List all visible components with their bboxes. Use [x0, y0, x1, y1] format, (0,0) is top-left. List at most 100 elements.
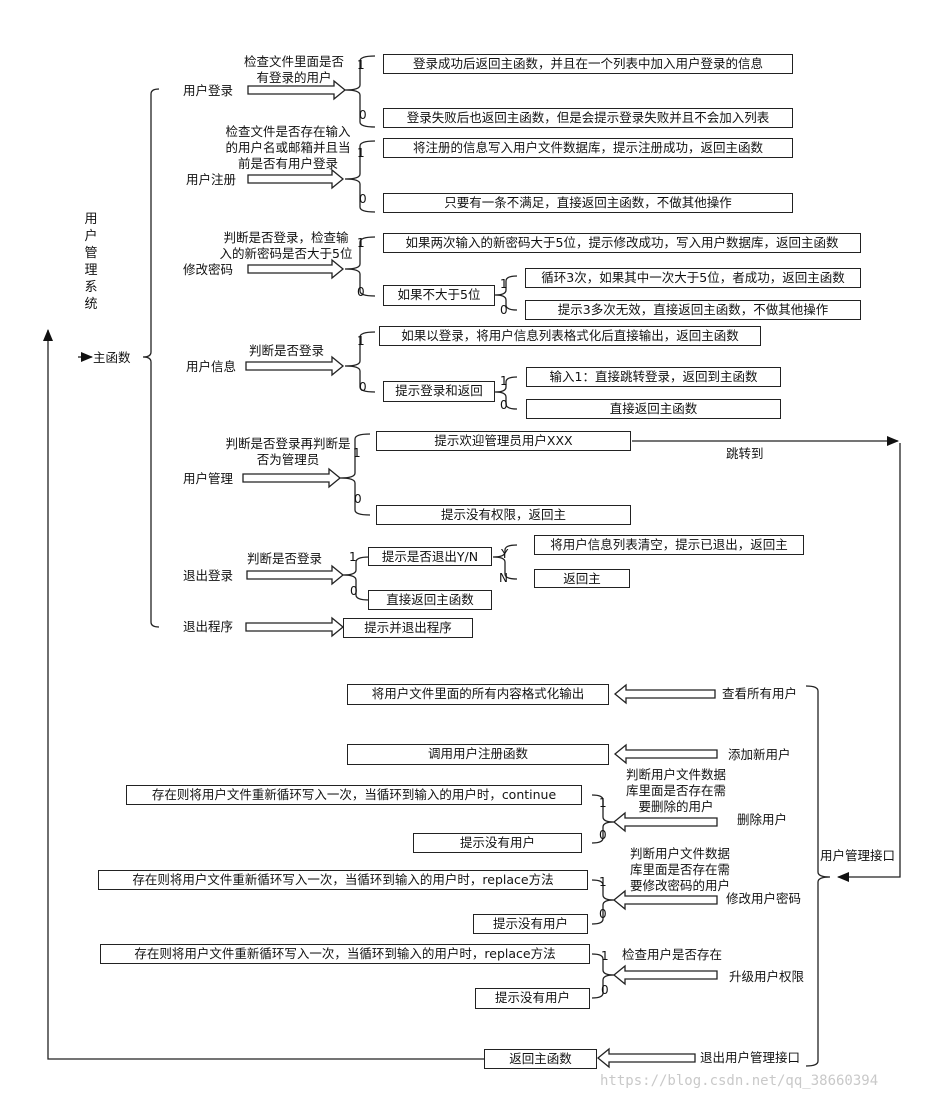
login-fail-box: 登录失败后也返回主函数，但是会提示登录失败并且不会加入列表 — [383, 108, 793, 128]
info-goto-login-box: 输入1：直接跳转登录，返回到主函数 — [526, 367, 781, 387]
logout-1: 1 — [349, 550, 357, 564]
password-block-arrow — [247, 258, 345, 280]
register-0: 0 — [359, 192, 367, 206]
password-sub-brace — [494, 275, 518, 311]
change-password-block-arrow — [612, 889, 718, 911]
upgrade-no-box: 提示没有用户 — [475, 988, 590, 1009]
admin-jump-label: 跳转到 — [726, 446, 764, 461]
add-user-block-arrow — [613, 743, 718, 765]
register-success-box: 将注册的信息写入用户文件数据库，提示注册成功，返回主函数 — [383, 138, 793, 158]
logout-clear-box: 将用户信息列表清空，提示已退出，返回主 — [534, 535, 804, 555]
delete-user-block-arrow — [612, 811, 718, 833]
admin-brace — [339, 433, 371, 516]
admin-label: 用户管理 — [183, 471, 234, 486]
admin-0: 0 — [354, 492, 362, 506]
admin-block-arrow — [242, 467, 342, 489]
info-label: 用户信息 — [186, 359, 237, 374]
exit-admin-label: 退出用户管理接口 — [700, 1050, 801, 1065]
register-brace — [344, 140, 376, 213]
register-label: 用户注册 — [186, 172, 237, 187]
logout-0: 0 — [350, 584, 358, 598]
admin-denied-box: 提示没有权限，返回主 — [376, 505, 631, 525]
admin-interface-brace — [805, 685, 831, 1067]
password-retry-box: 循环3次，如果其中一次大于5位，者成功，返回主函数 — [525, 268, 861, 288]
logout-y-label: Y — [501, 547, 509, 561]
upgrade-0: 0 — [601, 983, 609, 997]
password-check: 判断是否登录，检查输入的新密码是否大于5位 — [219, 230, 353, 261]
change-password-0: 0 — [599, 907, 607, 921]
info-sub-0: 0 — [500, 398, 508, 412]
password-invalid-box: 提示3多次无效，直接返回主函数，不做其他操作 — [525, 300, 861, 320]
password-sub-0: 0 — [500, 303, 508, 317]
info-return-box: 直接返回主函数 — [526, 399, 781, 419]
upgrade-brace — [591, 953, 615, 999]
login-label: 用户登录 — [183, 83, 234, 98]
exit-admin-result-box: 返回主函数 — [484, 1049, 597, 1069]
login-success-box: 登录成功后返回主函数，并且在一个列表中加入用户登录的信息 — [383, 54, 793, 74]
register-1: 1 — [357, 146, 365, 160]
change-password-1: 1 — [599, 875, 607, 889]
main-function-label: 主函数 — [93, 350, 131, 365]
delete-user-no-box: 提示没有用户 — [413, 833, 582, 853]
jump-to-interface-line — [837, 443, 901, 882]
logout-confirm-box: 提示是否退出Y/N — [368, 547, 492, 566]
delete-user-check: 判断用户文件数据库里面是否存在需要删除的用户 — [625, 767, 726, 814]
password-sub-1: 1 — [500, 277, 508, 291]
exit-admin-block-arrow — [596, 1047, 696, 1069]
upgrade-label: 升级用户权限 — [729, 969, 805, 984]
view-all-block-arrow — [613, 683, 716, 705]
password-label: 修改密码 — [183, 262, 234, 277]
return-to-main-arrow — [43, 329, 484, 1060]
info-block-arrow — [245, 355, 345, 377]
delete-user-yes-box: 存在则将用户文件重新循环写入一次，当循环到输入的用户时，continue — [126, 785, 582, 805]
logout-label: 退出登录 — [183, 568, 234, 583]
password-short-box: 如果不大于5位 — [383, 285, 495, 306]
change-password-yes-box: 存在则将用户文件重新循环写入一次，当循环到输入的用户时，replace方法 — [98, 870, 588, 890]
login-check: 检查文件里面是否有登录的用户 — [244, 54, 345, 85]
password-1: 1 — [357, 236, 365, 250]
watermark: https://blog.csdn.net/qq_38660394 — [600, 1073, 879, 1089]
logout-block-arrow — [246, 564, 345, 586]
password-brace — [344, 236, 376, 297]
upgrade-yes-box: 存在则将用户文件重新循环写入一次，当循环到输入的用户时，replace方法 — [100, 944, 590, 964]
info-sub-brace — [494, 376, 518, 410]
login-1: 1 — [357, 58, 365, 72]
password-success-box: 如果两次输入的新密码大于5位，提示修改成功，写入用户数据库，返回主函数 — [383, 233, 861, 253]
register-fail-box: 只要有一条不满足，直接返回主函数，不做其他操作 — [383, 193, 793, 213]
login-0: 0 — [359, 108, 367, 122]
info-brace — [344, 331, 376, 393]
main-brace — [142, 88, 160, 628]
login-block-arrow — [247, 79, 347, 101]
register-check: 检查文件是否存在输入的用户名或邮箱并且当前是否有用户登录 — [225, 124, 351, 171]
delete-user-1: 1 — [599, 796, 607, 810]
upgrade-1: 1 — [601, 949, 609, 963]
delete-user-label: 删除用户 — [737, 812, 788, 827]
admin-check: 判断是否登录再判断是否为管理员 — [225, 436, 351, 467]
info-logged-box: 如果以登录，将用户信息列表格式化后直接输出，返回主函数 — [379, 326, 761, 346]
upgrade-check: 检查用户是否存在 — [622, 947, 723, 962]
change-password-no-box: 提示没有用户 — [473, 914, 588, 934]
exit-block-arrow — [245, 616, 345, 638]
exit-label: 退出程序 — [183, 619, 234, 634]
system-title: 用户管理系统 — [84, 212, 98, 312]
change-password-label: 修改用户密码 — [726, 891, 802, 906]
view-all-label: 查看所有用户 — [722, 686, 798, 701]
info-0: 0 — [359, 380, 367, 394]
exit-result-box: 提示并退出程序 — [343, 618, 473, 638]
logout-direct-return-box: 直接返回主函数 — [368, 590, 492, 610]
info-sub-1: 1 — [500, 374, 508, 388]
admin-1: 1 — [353, 446, 361, 460]
change-password-check: 判断用户文件数据库里面是否存在需要修改密码的用户 — [629, 846, 730, 893]
register-block-arrow — [247, 168, 345, 190]
info-prompt-box: 提示登录和返回 — [383, 381, 495, 402]
delete-user-brace — [591, 794, 615, 844]
logout-return-box: 返回主 — [534, 569, 630, 588]
info-1: 1 — [357, 334, 365, 348]
upgrade-block-arrow — [612, 964, 718, 986]
view-all-result-box: 将用户文件里面的所有内容格式化输出 — [347, 684, 609, 705]
admin-interface-label: 用户管理接口 — [820, 848, 896, 863]
logout-brace — [342, 556, 370, 601]
password-0: 0 — [357, 285, 365, 299]
logout-n-label: N — [499, 571, 508, 585]
